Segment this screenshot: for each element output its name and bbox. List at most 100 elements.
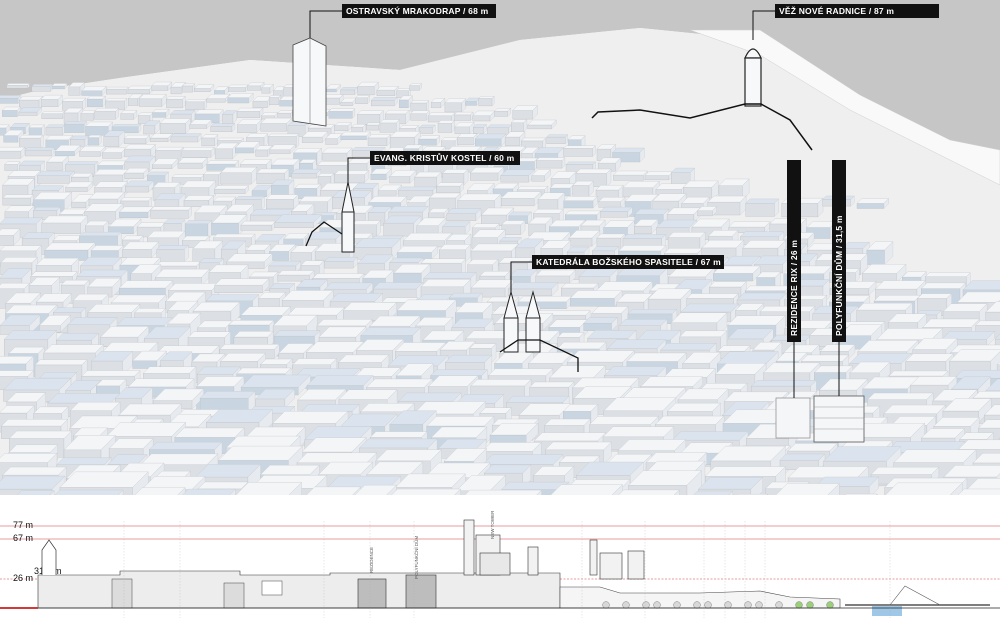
city-building — [489, 422, 539, 447]
city-building — [124, 167, 149, 180]
city-building — [193, 84, 215, 93]
section-tree — [744, 601, 752, 609]
city-building — [181, 147, 215, 158]
city-building — [941, 330, 996, 347]
city-building — [563, 195, 598, 209]
city-building — [227, 84, 249, 92]
city-building — [159, 118, 191, 134]
city-building — [268, 260, 302, 273]
city-building — [442, 168, 469, 186]
city-building — [410, 110, 430, 121]
city-building — [100, 326, 150, 347]
city-building — [111, 123, 142, 134]
label-polyfunkcni-text: POLYFUNKČNÍ DŮM / 31,5 m — [833, 215, 844, 336]
label-radnice-text: VĚŽ NOVÉ RADNICE / 87 m — [779, 5, 894, 16]
city-building — [340, 131, 371, 141]
city-building — [550, 484, 623, 495]
city-building — [274, 214, 322, 229]
city-building — [156, 244, 189, 263]
city-building — [549, 183, 575, 197]
city-building — [464, 489, 543, 495]
city-building — [356, 110, 384, 125]
city-building — [442, 221, 471, 236]
city-building — [469, 166, 505, 181]
city-building — [633, 219, 659, 235]
city-building — [563, 145, 596, 157]
city-building — [389, 410, 437, 436]
city-building — [597, 157, 622, 172]
city-building — [464, 97, 481, 106]
city-building — [194, 109, 224, 124]
section-tree — [795, 601, 803, 609]
city-building — [367, 133, 392, 147]
landmark-labels: OSTRAVSKÝ MRAKODRAP / 68 m VĚŽ NOVÉ RADN… — [342, 4, 939, 342]
city-building — [306, 486, 362, 495]
city-building — [281, 290, 334, 312]
polyfunkcni-dum-building — [813, 395, 865, 443]
city-building — [398, 95, 413, 109]
level-67-label: 67 m — [13, 533, 33, 543]
section-buildings — [0, 519, 1000, 618]
label-katedrala: KATEDRÁLA BOŽSKÉHO SPASITELE / 67 m — [532, 255, 724, 269]
city-building — [418, 135, 441, 146]
section-tower — [589, 539, 598, 576]
city-building — [41, 215, 88, 234]
city-building — [210, 123, 236, 133]
city-building — [994, 333, 1000, 349]
city-building — [87, 277, 122, 298]
city-building — [531, 169, 551, 182]
city-building — [396, 88, 411, 99]
city-building — [150, 206, 193, 219]
city-building — [504, 131, 526, 147]
city-building — [36, 170, 75, 184]
leader-lines — [309, 10, 840, 398]
city-building — [546, 134, 569, 145]
city-building — [277, 270, 315, 282]
city-building — [328, 108, 356, 119]
label-rix: REZIDENCE RIX / 26 m — [787, 160, 801, 342]
section-tower — [599, 552, 623, 580]
city-building — [600, 206, 633, 218]
city-building — [211, 214, 248, 236]
city-building — [572, 180, 594, 197]
city-building — [63, 107, 84, 124]
section-rezidence — [357, 578, 387, 609]
level-26-label: 26 m — [13, 573, 33, 583]
city-building — [267, 133, 300, 148]
ostravsky-mrakodrap-building — [292, 37, 327, 127]
section-tower — [463, 519, 475, 576]
city-building — [708, 281, 747, 298]
city-building — [707, 195, 747, 216]
section-tree — [693, 601, 701, 609]
city-building — [321, 147, 353, 161]
city-building — [622, 234, 667, 249]
city-building — [177, 157, 208, 169]
city-building — [138, 94, 167, 107]
city-building — [214, 142, 239, 160]
city-building — [124, 155, 156, 173]
city-building — [222, 110, 237, 124]
city-building — [457, 133, 478, 146]
city-building — [255, 388, 296, 409]
leader-radnice — [752, 10, 775, 40]
city-building — [478, 95, 495, 107]
city-building — [409, 83, 422, 91]
city-building — [268, 95, 282, 106]
city-building — [357, 81, 379, 96]
street-section-elevation: 77 m 67 m 26 m 31,5 m REZIDENCE POLYFUNK… — [0, 495, 1000, 623]
section-tree — [704, 601, 712, 609]
city-building — [68, 82, 85, 96]
city-building — [377, 184, 403, 196]
section-river — [872, 606, 902, 616]
city-building — [120, 110, 138, 120]
city-building — [283, 232, 310, 246]
city-building — [44, 242, 96, 261]
city-building — [595, 184, 624, 202]
city-building — [184, 220, 212, 240]
city-building — [510, 119, 528, 133]
city-building — [233, 330, 274, 349]
city-building — [269, 144, 296, 154]
city-building — [256, 168, 290, 185]
city-building — [45, 124, 66, 136]
city-building — [220, 166, 258, 185]
